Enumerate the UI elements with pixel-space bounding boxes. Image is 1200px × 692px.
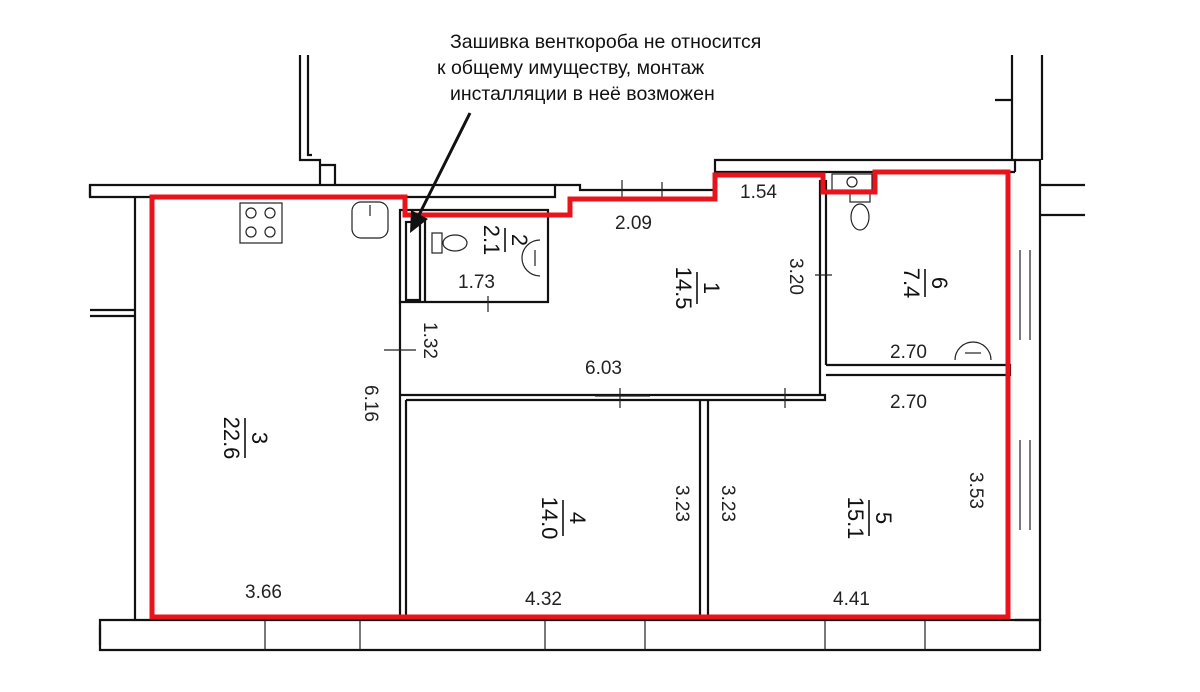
dimension-label: 1.32 xyxy=(419,322,440,359)
annotation-line-2: к общему имуществу, монтаж xyxy=(437,57,704,79)
room-label-4: 4 14.0 xyxy=(537,497,590,540)
room-area: 7.4 xyxy=(899,268,924,299)
bathtub-icon xyxy=(521,239,541,277)
annotation-line-3: инсталляции в неё возможен xyxy=(450,83,715,105)
dimension-label: 6.03 xyxy=(585,358,622,379)
room-number: 1 xyxy=(699,282,724,294)
arrow-icon xyxy=(410,112,472,233)
room-area: 14.0 xyxy=(537,497,562,540)
dimension-label: 3.66 xyxy=(245,582,282,603)
bathtub-icon xyxy=(954,341,992,361)
room-number: 4 xyxy=(565,512,590,524)
vent-shaft xyxy=(404,220,422,302)
toilet-icon xyxy=(431,232,468,254)
dimension-label: 4.32 xyxy=(525,589,562,610)
room-label-1: 1 14.5 xyxy=(671,267,724,310)
sink-icon xyxy=(351,201,389,239)
interior-walls xyxy=(398,180,1012,615)
exterior-walls xyxy=(88,55,1085,652)
dimension-label: 4.41 xyxy=(833,589,870,610)
annotation-line-1: Зашивка венткороба не относится xyxy=(450,31,761,53)
dimension-label: 3.23 xyxy=(717,485,738,522)
room-number: 3 xyxy=(247,432,272,444)
room-number: 5 xyxy=(871,512,896,524)
dimension-ticks xyxy=(384,180,832,408)
dimension-label: 3.23 xyxy=(671,485,692,522)
room-number: 6 xyxy=(927,277,952,289)
room-area: 2.1 xyxy=(479,225,504,256)
toilet-icon xyxy=(849,191,871,231)
dimension-label: 3.20 xyxy=(785,258,806,295)
room-label-3: 3 22.6 xyxy=(219,417,272,460)
room-label-2: 2 2.1 xyxy=(479,225,532,256)
dimension-label: 2.70 xyxy=(890,392,927,413)
dimension-label: 1.54 xyxy=(740,182,777,203)
dimension-label: 2.70 xyxy=(890,342,927,363)
dimension-label: 2.09 xyxy=(615,213,652,234)
room-area: 15.1 xyxy=(843,497,868,540)
stove-icon xyxy=(239,202,283,244)
dimension-label: 3.53 xyxy=(965,472,986,509)
dimension-label: 1.73 xyxy=(458,272,495,293)
room-label-5: 5 15.1 xyxy=(843,497,896,540)
sink-icon xyxy=(831,173,873,191)
apartment-boundary xyxy=(149,169,1011,620)
dimension-label: 6.16 xyxy=(360,385,381,422)
room-number: 2 xyxy=(507,234,532,246)
room-label-6: 6 7.4 xyxy=(899,268,952,299)
room-area: 14.5 xyxy=(671,267,696,310)
room-area: 22.6 xyxy=(219,417,244,460)
